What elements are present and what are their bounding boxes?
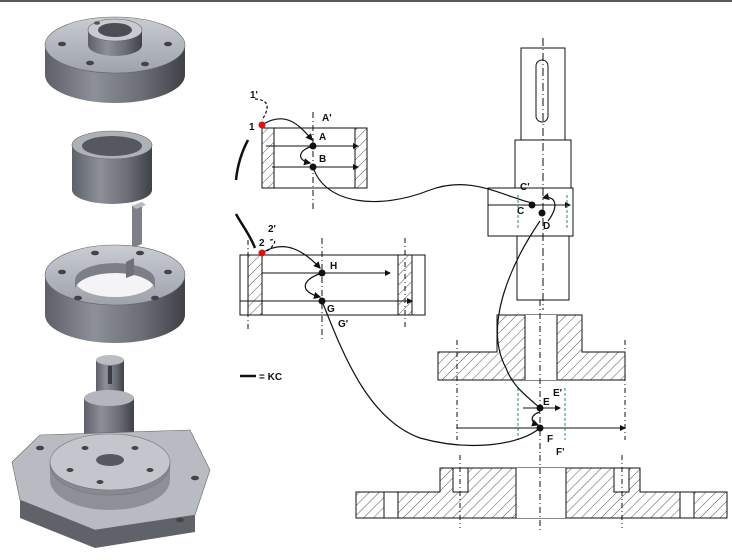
point-2-marker [258,249,266,257]
part-key [132,202,146,248]
label-h: H [330,261,337,272]
label-d: D [543,221,550,232]
part-bushing [71,130,153,204]
point-f-marker [536,424,544,432]
top-flange-section [437,300,626,455]
label-2: 2 [259,238,265,249]
labels: 1' 1 A' A B 2' 2 H G G' C' C D E E' F F'… [249,90,565,458]
point-g-marker [318,297,326,305]
label-c: C [517,206,524,217]
label-c-prime: C' [520,182,530,193]
label-f: F [547,434,553,445]
part-base-plate [11,429,211,548]
point-c-marker [528,201,536,209]
point-e-marker [536,404,544,412]
part-middle-flange [44,244,186,343]
bushing-section [261,112,368,210]
flange-section [239,238,426,340]
point-b-marker [309,163,317,171]
label-b: B [319,154,326,165]
point-h-marker [318,269,326,277]
label-1: 1 [249,122,255,133]
kc-curves [234,98,556,447]
label-g: G [327,304,335,315]
exploded-3d-view [11,16,211,548]
part-top-flange [44,16,186,103]
section-diagram [234,38,728,530]
points [258,121,546,432]
point-1-marker [258,121,266,129]
label-a: A [319,132,326,143]
label-2-prime: 2' [268,224,276,235]
label-f-prime: F' [556,447,565,458]
label-e-prime: E' [553,388,562,399]
label-g-prime: G' [338,319,348,330]
point-d-marker [538,209,546,217]
point-a-marker [309,142,317,150]
shaft-section [487,38,574,310]
label-e: E [543,397,550,408]
label-1-prime: 1' [250,90,258,101]
label-a-prime: A' [322,113,332,124]
base-section [355,455,728,530]
legend-text: = KC [259,372,282,383]
